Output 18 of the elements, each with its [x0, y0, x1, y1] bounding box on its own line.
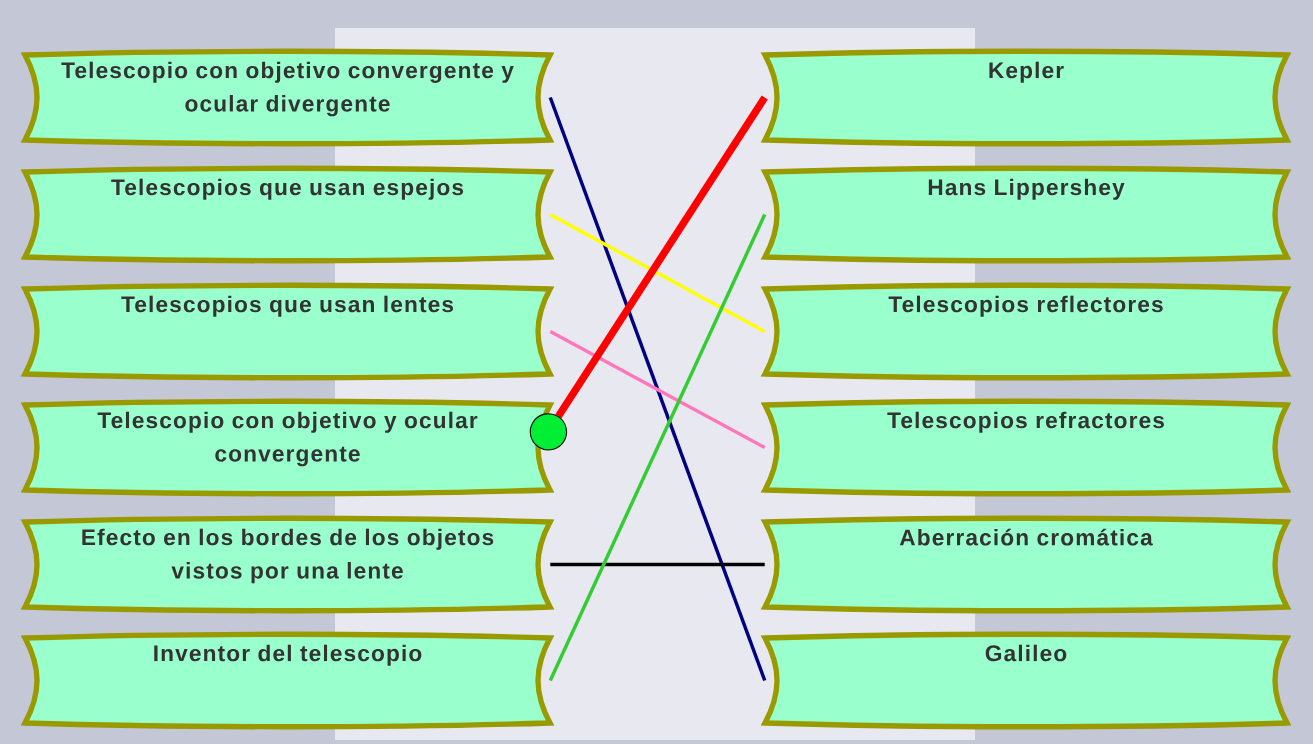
answer-box: Telescopios reflectores	[762, 282, 1290, 381]
answer-box: Telescopios refractores	[762, 398, 1290, 497]
connector-line	[549, 213, 766, 334]
connector-line	[548, 213, 767, 682]
connector-line	[548, 96, 767, 682]
connector-line	[550, 562, 765, 567]
answer-box: Hans Lippershey	[762, 165, 1290, 264]
answer-box: Aberración cromática	[762, 515, 1290, 614]
answer-box: Efecto en los bordes de los objetos vistos por una lente	[22, 515, 553, 614]
answer-box: Telescopio con objetivo y ocular convergente	[22, 398, 553, 497]
answer-box: Inventor del telescopio	[22, 631, 553, 730]
answer-box: Kepler	[762, 48, 1290, 147]
connector-line	[529, 95, 768, 451]
answer-box: Telescopio con objetivo convergente y ocular divergente	[22, 48, 553, 147]
answer-box: Telescopios que usan lentes	[22, 282, 553, 381]
answer-box: Galileo	[762, 631, 1290, 730]
answer-box: Telescopios que usan espejos	[22, 165, 553, 264]
connector-line	[549, 330, 766, 450]
